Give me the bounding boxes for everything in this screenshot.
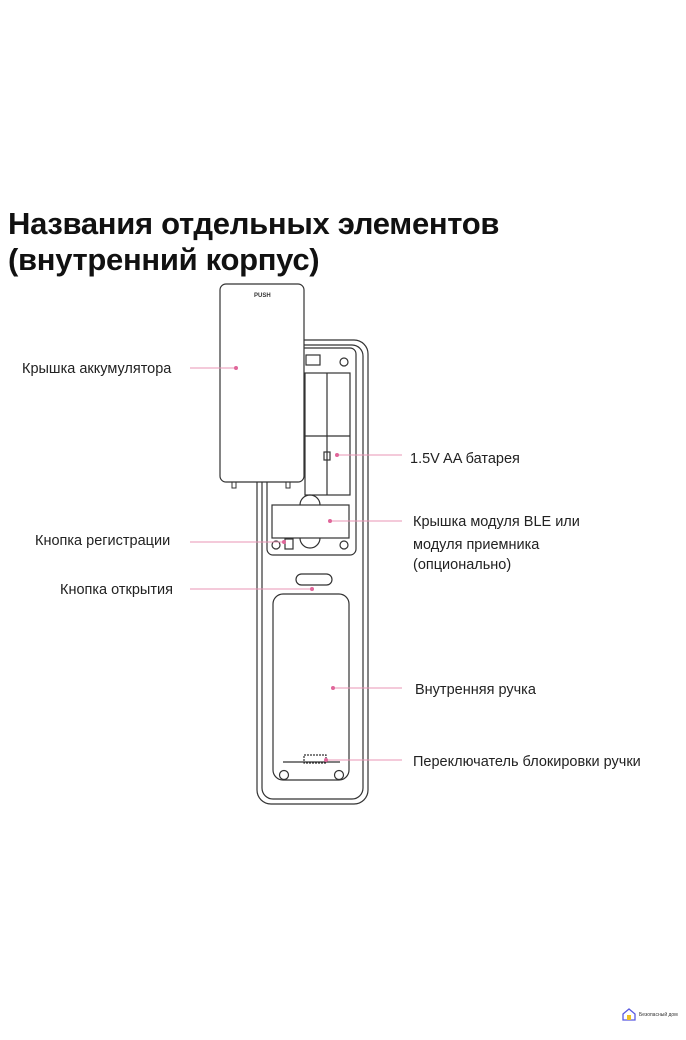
watermark-text: Безопасный дом — [639, 1011, 678, 1018]
title-line-1: Названия отдельных элементов — [8, 206, 500, 241]
watermark-logo: Безопасный дом — [622, 1008, 679, 1021]
label-module-cover-3: (опционально) — [413, 557, 512, 573]
battery-marker — [323, 451, 331, 461]
page-title: Названия отдельных элементов (внутренний… — [8, 206, 499, 278]
push-text: PUSH — [254, 293, 271, 299]
register-button — [284, 538, 294, 550]
label-module-cover-2: модуля приемника — [413, 537, 540, 553]
lock-body — [256, 339, 369, 805]
open-button — [295, 573, 333, 586]
house-icon — [622, 1008, 636, 1021]
label-inner-handle: Внутренняя ручка — [415, 682, 536, 698]
label-battery: 1.5V AA батарея — [410, 451, 520, 467]
label-battery-cover: Крышка аккумулятора — [22, 361, 172, 377]
inner-handle — [272, 593, 350, 781]
leader-lines — [190, 367, 402, 761]
leader-dots — [234, 366, 339, 762]
battery-cover: PUSH — [219, 283, 305, 489]
label-open-button: Кнопка открытия — [60, 582, 173, 598]
label-handle-lock-switch: Переключатель блокировки ручки — [413, 754, 641, 770]
label-module-cover-1: Крышка модуля BLE или — [413, 514, 580, 530]
title-line-2: (внутренний корпус) — [8, 242, 320, 277]
label-register-button: Кнопка регистрации — [35, 533, 171, 549]
